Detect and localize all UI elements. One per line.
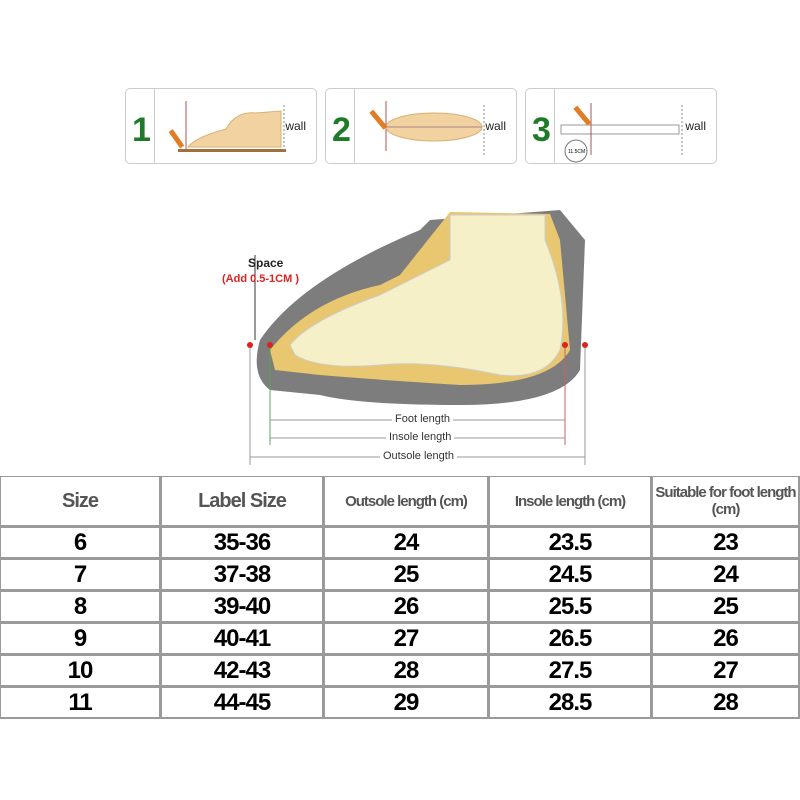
table-cell: 27 [324,623,489,655]
table-cell: 27 [652,655,800,687]
step-1: 1 wall [125,88,317,164]
table-header: Size Label Size Outsole length (cm) Inso… [0,476,800,527]
ruler-reading: 11.5CM [568,149,585,155]
table-cell: 25 [652,591,800,623]
table-cell: 40-41 [161,623,324,655]
table-cell: 25 [324,559,489,591]
table-cell: 23 [652,527,800,559]
header-insole: Insole length (cm) [489,476,652,527]
header-size: Size [0,476,161,527]
shoe-diagram [247,210,588,465]
foot-top-icon [369,101,485,155]
table-cell: 11 [0,687,161,719]
table-cell: 28 [324,655,489,687]
table-cell: 24 [652,559,800,591]
divider [154,89,155,163]
outsole-length-label: Outsole length [380,450,457,462]
table-cell: 23.5 [489,527,652,559]
insole-length-label: Insole length [386,431,455,443]
step-number: 3 [532,111,551,149]
table-cell: 26 [324,591,489,623]
step-number: 1 [132,111,151,149]
table-cell: 25.5 [489,591,652,623]
table-cell: 24 [324,527,489,559]
measure-steps: 1 wall 2 wall 3 11.5CM wall [125,88,720,164]
table-cell: 35-36 [161,527,324,559]
space-label: Space [248,256,284,270]
foot [289,214,564,377]
table-cell: 42-43 [161,655,324,687]
table-cell: 6 [0,527,161,559]
table-cell: 29 [324,687,489,719]
table-cell: 10 [0,655,161,687]
table-cell: 24.5 [489,559,652,591]
space-note: (Add 0.5-1CM ) [222,273,299,285]
table-cell: 26 [652,623,800,655]
table-cell: 8 [0,591,161,623]
header-foot-length: Suitable for foot length (cm) [652,476,800,527]
divider [554,89,555,163]
table-cell: 44-45 [161,687,324,719]
step-2: 2 wall [325,88,517,164]
table-cell: 9 [0,623,161,655]
table-cell: 28 [652,687,800,719]
size-table: Size Label Size Outsole length (cm) Inso… [0,476,800,719]
step-3: 3 11.5CM wall [525,88,717,164]
header-outsole: Outsole length (cm) [324,476,489,527]
table-cell: 26.5 [489,623,652,655]
table-cell: 37-38 [161,559,324,591]
wall-label: wall [685,119,706,133]
foot-side-icon [168,101,286,152]
table-cell: 39-40 [161,591,324,623]
header-label-size: Label Size [161,476,324,527]
table-cell: 28.5 [489,687,652,719]
step-number: 2 [332,111,351,149]
wall-label: wall [485,119,506,133]
ruler-icon: 11.5CM [560,103,683,163]
wall-label: wall [285,119,306,133]
table-cell: 7 [0,559,161,591]
divider [354,89,355,163]
table-cell: 27.5 [489,655,652,687]
foot-length-label: Foot length [392,413,454,425]
